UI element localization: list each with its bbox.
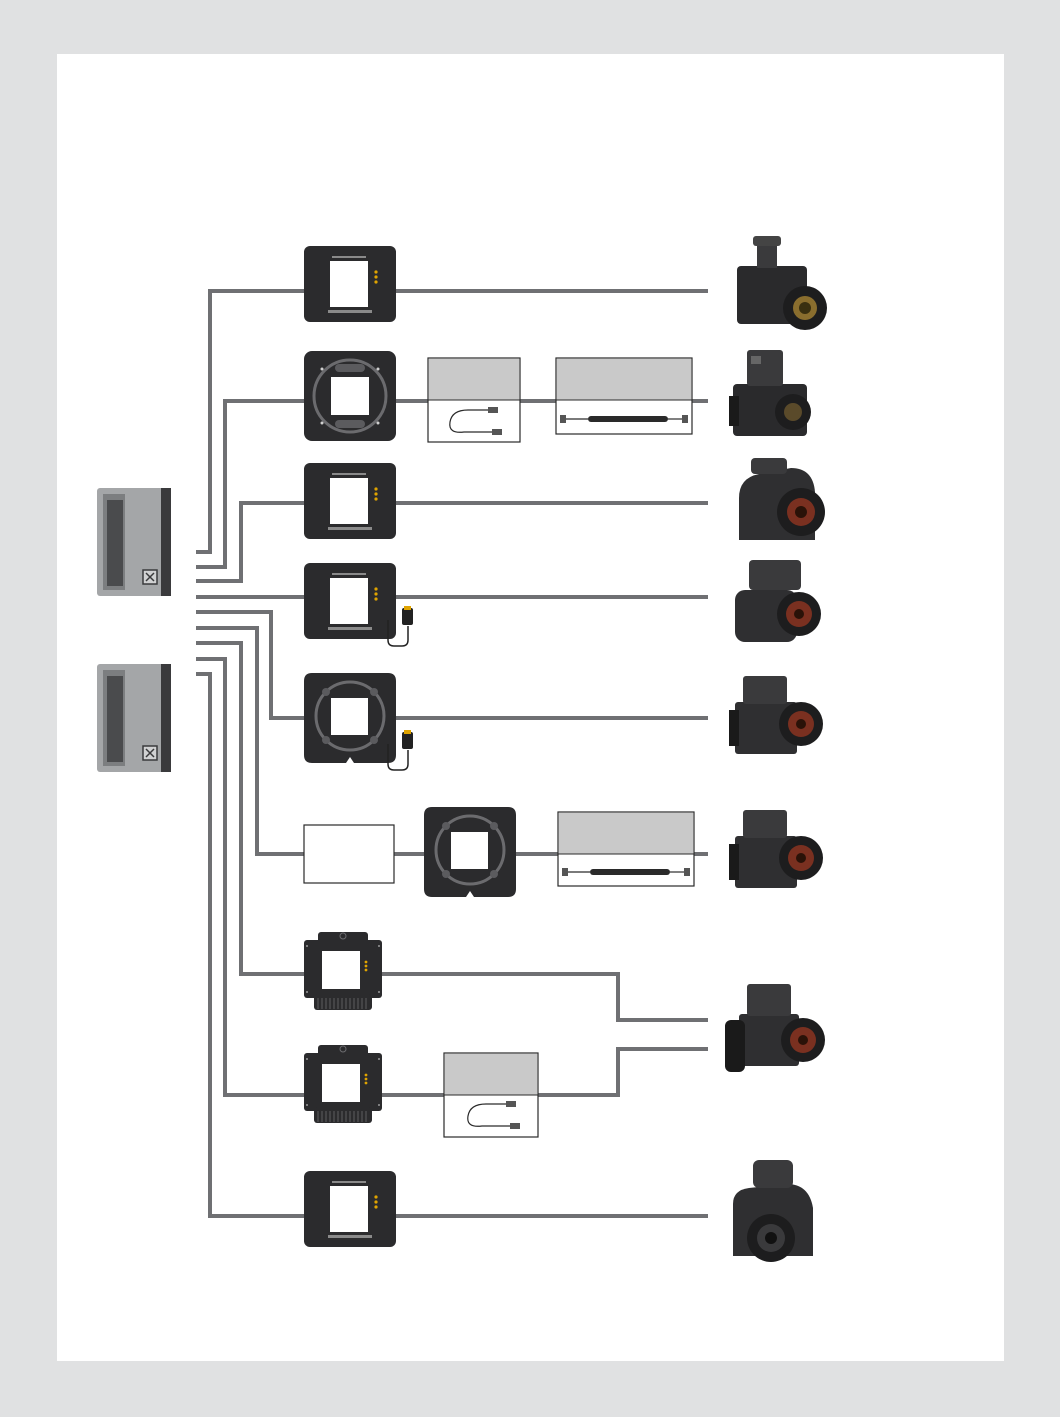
- connector-line: [196, 659, 304, 1095]
- short-cable-box: [444, 1053, 538, 1137]
- bayonet-adapter-icon: [304, 673, 396, 763]
- diagram-sheet: [57, 54, 1004, 1361]
- adapter-plate-icon: [304, 463, 396, 539]
- digital-back-icon: [97, 664, 171, 772]
- digital-back-icon: [97, 488, 171, 596]
- adapter-plate-icon: [304, 246, 396, 322]
- compatibility-diagram: [57, 54, 1004, 1361]
- camera-modular-icon: [729, 676, 823, 754]
- camera-rangefinder-icon: [729, 350, 811, 436]
- camera-modular-icon: [729, 810, 823, 888]
- bayonet-adapter-icon: [304, 351, 396, 441]
- connector-line: [196, 674, 304, 1216]
- blank-module: [304, 825, 394, 883]
- camera-autofocus-icon: [739, 458, 825, 540]
- adapter-plate-icon: [304, 1171, 396, 1247]
- camera-prism-finder-icon: [733, 1160, 813, 1262]
- connector-line: [196, 643, 304, 974]
- connector-line: [196, 628, 304, 854]
- coiled-cable-box: [556, 358, 692, 434]
- connector-line: [196, 401, 304, 567]
- digital-back-1: [97, 488, 171, 596]
- camera-waist-level-icon: [737, 236, 827, 330]
- camera-hand-grip-icon: [725, 984, 825, 1072]
- vented-adapter-icon: [304, 932, 382, 1010]
- bayonet-adapter-icon: [424, 807, 516, 897]
- connector-line: [196, 503, 304, 581]
- adapter-plate-icon: [304, 563, 396, 639]
- connector-line: [538, 1049, 708, 1095]
- connector-line: [382, 974, 708, 1020]
- vented-adapter-icon: [304, 1045, 382, 1123]
- connector-line: [196, 291, 304, 552]
- short-cable-box: [428, 358, 520, 442]
- coiled-cable-box: [558, 812, 694, 886]
- digital-back-2: [97, 664, 171, 772]
- camera-slr-prism-icon: [735, 560, 821, 642]
